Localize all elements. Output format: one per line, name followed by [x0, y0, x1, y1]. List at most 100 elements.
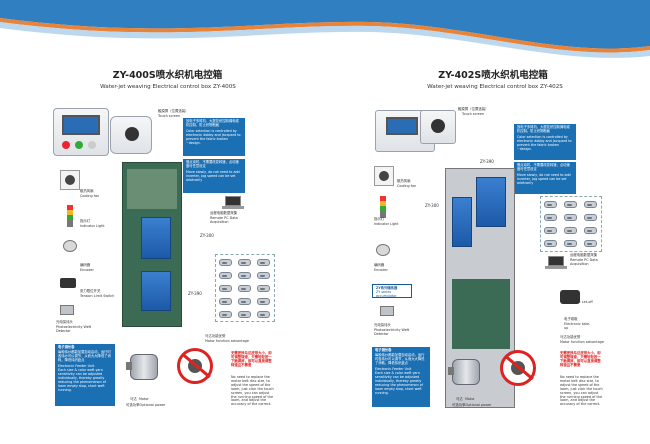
right-switch [544, 240, 557, 247]
left-encoder-cn: 编码器 [80, 263, 91, 267]
left-info1-en: Color selection is controlled by electro… [186, 128, 241, 145]
left-remote-en: Remote PC Data Acquisition [210, 216, 238, 224]
left-cooling-fan-en: Cooling fan [80, 194, 100, 198]
left-optional-power: 可选功率Optional power [126, 403, 166, 407]
right-switch [584, 240, 597, 247]
right-encoder-en: Encoder [374, 268, 388, 272]
right-let-off-en: Electronic Let-off [564, 300, 593, 304]
right-photo-detector-icon [380, 306, 394, 316]
left-indicator-cn: 指示灯 [80, 219, 91, 223]
right-title: ZY-402S喷水织机电控箱 [438, 70, 548, 81]
right-zy-series-en: ZY series accumulator [376, 289, 397, 298]
left-feeder-cn-body: 每种纬纱都能加载自动启动，运行时各纬纱可以调节，从而大大降低了消耗，降低纬织疵点 [58, 349, 111, 362]
right-switch [564, 214, 577, 221]
right-remote-en: Remote PC Data Acquisition [570, 258, 598, 266]
right-zy-series-cn: ZY系列储纬器 [376, 286, 398, 290]
right-motor-cn: 马达 [456, 397, 463, 401]
right-zy300-label: ZY-300 [425, 203, 439, 208]
right-subtitle: Water-jet weaving Electrical control box… [427, 84, 563, 90]
header-wave-decoration [0, 0, 650, 58]
right-indicator-light-icon [380, 196, 386, 218]
right-switch [544, 227, 557, 234]
right-cooling-fan-icon [374, 166, 394, 186]
left-switch [238, 272, 251, 279]
right-feeder-cn-title: 电子测长卷 [375, 348, 392, 352]
left-switch [238, 285, 251, 292]
right-cooling-fan-en: Cooling fan [397, 184, 417, 188]
left-photo-en: Photoelectricity Weft Detector [56, 325, 92, 333]
left-feeder-info-box: 电子测长卷 每种纬纱都能加载自动启动，运行时各纬纱可以调节，从而大大降低了消耗，… [55, 344, 115, 406]
left-tension-switch-grid [215, 254, 275, 322]
left-motor-icon [126, 350, 164, 384]
left-touch-screen-device [53, 108, 109, 156]
right-encoder-icon [376, 244, 390, 256]
left-touch-screen-en: Touch screen [158, 114, 181, 118]
right-encoder-cn: 编码器 [374, 263, 385, 267]
right-motor-adv-cn: 马达功能优势 [560, 335, 581, 339]
right-laptop-icon [545, 256, 567, 270]
left-encoder-en: Encoder [80, 268, 94, 272]
left-zy390-module [141, 271, 171, 311]
right-switch [584, 227, 597, 234]
left-motor-cn: 马达 [130, 397, 137, 401]
left-info1-cn: 放电子多臂机、大提花织控制绳电磁机控制。防止织物断痕 [186, 119, 239, 127]
right-cooling-fan-cn: 散热风扇 [397, 179, 411, 183]
left-photo-cn: 光电探纬头 [56, 320, 73, 324]
right-info-box-jog-speed: 慢点动时、不需要改变转速，点动速度可任意设定 Move slowly, do n… [514, 162, 576, 194]
left-tension-switch-icon [60, 278, 76, 288]
left-switch [257, 259, 270, 266]
right-info2-en: Move slowly, do not need to add inverter… [517, 172, 571, 185]
left-tension-cn: 张力限位开关 [80, 289, 101, 293]
right-motor-icon [448, 355, 486, 389]
left-switch [219, 259, 232, 266]
left-zy300-module [141, 217, 171, 259]
right-switch [544, 214, 557, 221]
right-feeder-info-box: 电子测长卷 每种纬纱都能加载自动启动，运行时各纬纱可以调节，从而大大降低了消耗，… [372, 347, 430, 407]
left-zy300-label: ZY-300 [200, 233, 214, 238]
right-let-off-icon [560, 290, 580, 304]
left-zy390-label: ZY-390 [188, 291, 202, 296]
left-switch [219, 272, 232, 279]
left-motor-en-body: No need to replace the motor belt disc s… [231, 375, 274, 407]
left-touch-screen-cn: 触摸屏（位置选装） [158, 109, 189, 113]
right-photo-en: Photoelectricity Weft Detector [374, 328, 410, 336]
left-cooling-fan-icon [60, 170, 80, 190]
left-feeder-en-title: Electronic Feeder Unit [58, 363, 95, 368]
right-remote-cn: 远程电脑数据采集 [570, 253, 598, 257]
right-info2-cn: 慢点动时、不需要改变转速，点动速度可任意设定 [517, 163, 570, 171]
left-tension-en: Tension Limit Switch [80, 294, 115, 298]
left-control-cabinet [122, 162, 182, 327]
left-switch [238, 311, 251, 318]
right-zy300-module [452, 197, 472, 247]
right-info1-cn: 放电子多臂机、大提花织控制绳电磁机控制。防止织物断痕 [517, 125, 570, 133]
right-switch [564, 240, 577, 247]
right-motor-adv-en: Motor function advantage [560, 340, 604, 344]
right-touch-screen-cn: 触摸屏（位置选装） [458, 107, 489, 111]
left-encoder-icon [63, 240, 77, 252]
right-motor-en: Motor [465, 397, 475, 401]
left-motor-en: Motor [139, 397, 149, 401]
left-switch [219, 285, 232, 292]
left-info-box-jog-speed: 慢点动时、不需要改变转速，点动速度可任意设定 Move slowly, do n… [183, 159, 245, 193]
left-switch [257, 311, 270, 318]
right-motor-cn-body: 无需更换马达皮带大小，即可调整转速，只需轻轻按一下触摸屏，即可以直接调整转速且不… [560, 351, 601, 367]
right-switch [564, 227, 577, 234]
right-optional-power: 可选功率Optional power [452, 403, 492, 407]
left-cooling-fan-cn: 散热风扇 [80, 189, 94, 193]
left-control-knob-panel [110, 116, 152, 154]
right-photo-cn: 光电探纬头 [374, 323, 391, 327]
right-tension-switch-grid [540, 196, 602, 252]
right-zy390-module [476, 177, 506, 227]
right-indicator-en: Indicator Light [374, 222, 399, 226]
left-indicator-en: Indicator Light [80, 224, 105, 228]
left-switch [238, 298, 251, 305]
right-switch [584, 214, 597, 221]
left-switch [238, 259, 251, 266]
left-remote-cn: 远程电脑数据采集 [210, 211, 238, 215]
left-indicator-light-icon [67, 205, 73, 227]
left-subtitle: Water-jet weaving Electrical control box… [100, 84, 236, 90]
left-motor-adv-en: Motor function advantage [205, 339, 249, 343]
left-switch [219, 298, 232, 305]
left-switch [257, 298, 270, 305]
left-laptop-icon [222, 196, 244, 210]
